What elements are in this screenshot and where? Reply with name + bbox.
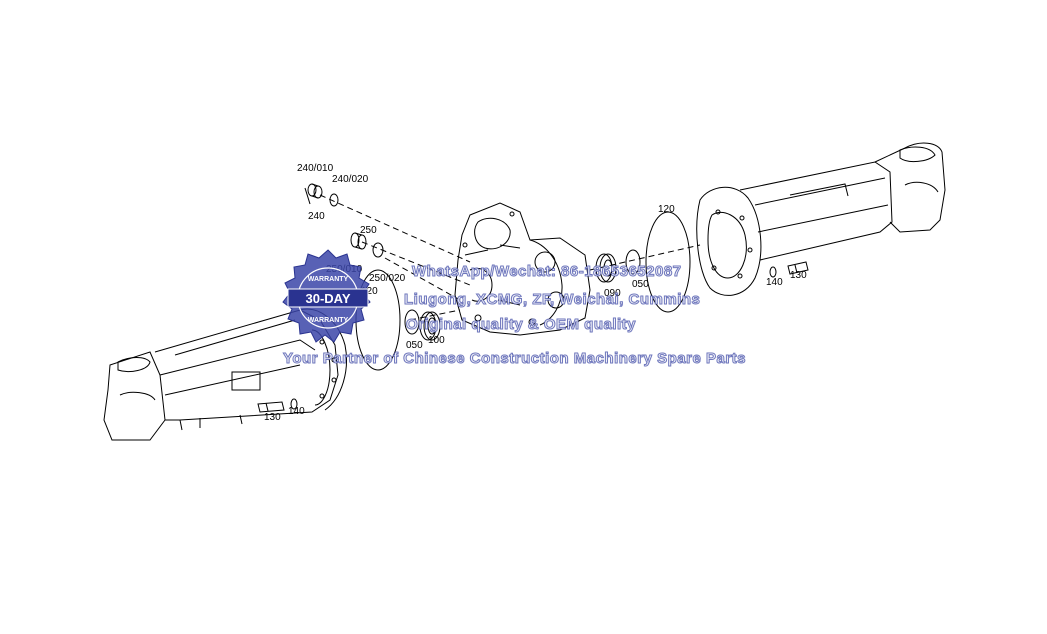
callout-240-020: 240/020 [332,174,369,185]
callout-240-010: 240/010 [297,163,334,174]
seal-bottom-text: WARRANTY [308,317,349,324]
callout-090: 090 [604,288,621,299]
seal-top-text: WARRANTY [308,276,349,283]
callout-140-left: 140 [288,406,305,417]
callout-100: 100 [428,335,445,346]
center-differential-housing [454,202,591,336]
callout-250-020: 250/020 [369,273,406,284]
callout-130-right: 130 [790,270,807,281]
watermark-contact: WhatsApp/Wechat: 86-18653652087 [412,263,682,281]
part-240-bushing [304,183,339,207]
callout-050-right: 050 [632,279,649,290]
bolt-130-left [257,401,285,413]
assembly-lines [319,194,701,321]
callout-250: 250 [360,225,377,236]
watermark-tagline: Your Partner of Chinese Construction Mac… [283,350,747,368]
callout-050-left: 050 [406,340,423,351]
warranty-seal: 30-DAY WARRANTY WARRANTY [282,249,371,343]
seal-050-left [404,309,420,335]
seal-center-text: 30-DAY [305,291,350,306]
washer-140-right [769,266,777,278]
right-axle-housing [696,142,946,296]
callout-140-right: 140 [766,277,783,288]
callout-120-left: 120 [361,286,378,297]
callout-130-left: 130 [264,412,281,423]
bearing-100 [419,311,441,341]
callout-240: 240 [308,211,325,222]
callout-120-right: 120 [658,204,675,215]
bearing-090 [595,253,617,283]
o-ring-120-right [645,211,691,313]
bolt-130-right [787,261,809,275]
washer-140-left [290,398,298,410]
seal-050-right [625,249,641,275]
watermark-quality: Original quality & OEM quality [405,316,637,334]
watermark-brands: Liugong, XCMG, ZF, Weichai, Cummins [403,291,701,309]
part-250-bushing [350,232,384,258]
